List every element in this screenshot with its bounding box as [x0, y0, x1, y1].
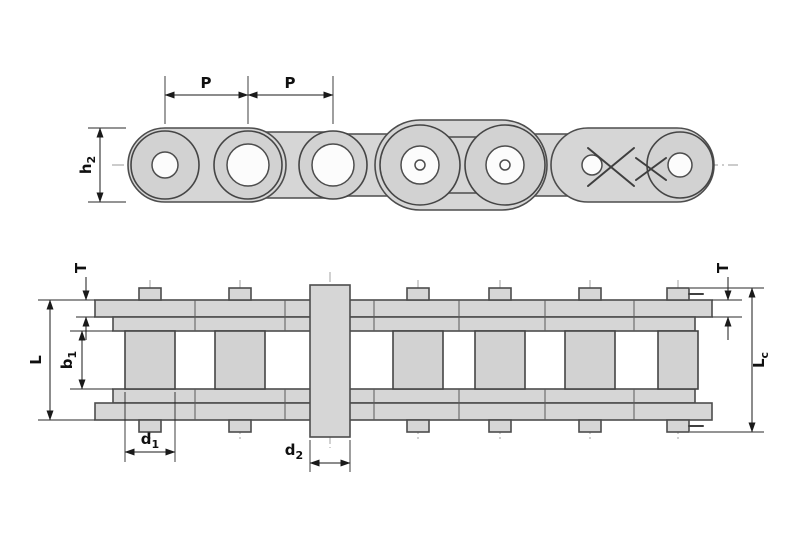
chain-plates-section	[94, 299, 713, 421]
pin-head	[138, 419, 162, 433]
dim-label-roller-diameter: d1	[141, 430, 159, 451]
roller-section	[474, 330, 526, 390]
pin-head	[666, 419, 690, 433]
cotter-pins	[587, 147, 667, 187]
dim-label-h2: h2	[77, 156, 98, 174]
roller-section	[392, 330, 444, 390]
dimension-T-right: T	[712, 262, 742, 340]
pin-head	[406, 287, 430, 301]
pin-head	[406, 419, 430, 433]
roller-hole	[485, 145, 525, 185]
pins-section	[138, 284, 704, 438]
roller-section	[657, 330, 699, 390]
dimension-d2: d2	[285, 440, 351, 472]
pin-head	[138, 287, 162, 301]
roller-hole	[151, 151, 179, 179]
bushing-hole	[226, 143, 270, 187]
pin-head	[228, 419, 252, 433]
roller-section	[564, 330, 616, 390]
center-mark	[414, 159, 426, 171]
dimension-pitch: P P	[164, 74, 334, 124]
center-mark	[499, 159, 511, 171]
pin-head	[488, 287, 512, 301]
bushing-hole	[311, 143, 355, 187]
plate-seams	[194, 300, 635, 420]
connecting-pin	[309, 284, 351, 438]
inner-plate-top	[112, 316, 696, 332]
rollers-section	[124, 330, 699, 390]
dim-label-pitch-1: P	[201, 74, 212, 92]
outer-plate-top	[94, 299, 713, 318]
pin-head	[578, 287, 602, 301]
cotter-pin-leg	[587, 147, 635, 187]
roller-section	[214, 330, 266, 390]
pin-end	[581, 154, 603, 176]
dimension-T-left: T	[72, 262, 95, 340]
dim-label-thickness-left: T	[72, 262, 90, 273]
roller-hole	[400, 145, 440, 185]
roller-section	[124, 330, 176, 390]
dim-label-pin-length: L	[27, 355, 45, 365]
top-view: P P h2	[77, 74, 738, 211]
dimension-Lc: Lc	[690, 287, 771, 433]
dim-label-pitch-2: P	[285, 74, 296, 92]
rollers	[130, 124, 714, 206]
dimension-d1: d1	[124, 392, 176, 462]
bottom-view: L b1 T T Lc	[27, 262, 771, 472]
pin-head	[666, 287, 690, 301]
dim-label-pin-length-cotter: Lc	[750, 352, 771, 368]
dim-label-pin-diameter: d2	[285, 441, 303, 462]
cotter-pin-leg	[635, 157, 667, 181]
dimension-b1: b1	[58, 330, 113, 390]
inner-plate-bottom	[112, 388, 696, 404]
outer-plate-bottom	[94, 402, 713, 421]
dim-label-thickness-right: T	[714, 262, 732, 273]
pin-head	[228, 287, 252, 301]
dim-label-inner-width: b1	[58, 351, 79, 369]
pin-head	[488, 419, 512, 433]
pin-hole	[667, 152, 693, 178]
dimension-h2: h2	[77, 127, 126, 203]
pin-head	[578, 419, 602, 433]
